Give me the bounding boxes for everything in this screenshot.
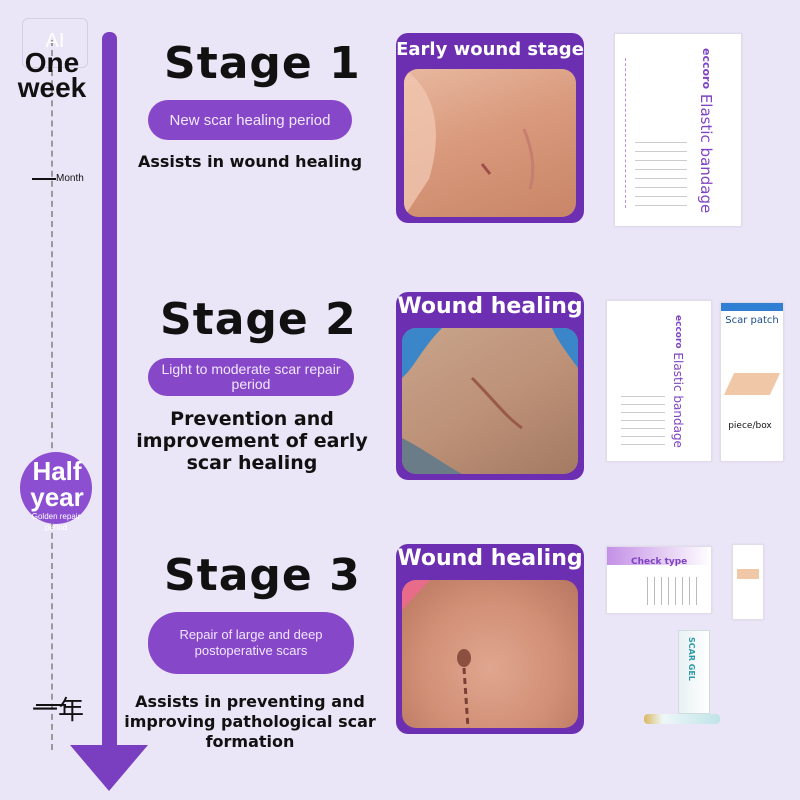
scar-patch-label: Scar patch — [725, 315, 779, 326]
stage-1-wound-photo — [404, 69, 576, 217]
stage-1-title: Stage 1 — [164, 38, 361, 89]
stage-2-wound-photo — [402, 328, 578, 474]
stage-3-wound-photo — [402, 580, 578, 728]
timeline-dashed-line — [51, 40, 53, 750]
stage-3-title: Stage 3 — [164, 550, 361, 601]
half-year-marker — [20, 452, 92, 524]
small-patch-box — [732, 544, 764, 620]
scar-gel-tube — [644, 714, 720, 724]
half-year-label: Half year — [30, 456, 84, 512]
year-tick — [36, 704, 66, 706]
stage-3-period-pill: Repair of large and deep postoperative s… — [148, 612, 354, 674]
stage-3-period-text: Repair of large and deep postoperative s… — [179, 627, 323, 658]
stage-1-photo-card: Early wound stage — [396, 33, 584, 223]
one-week-label: One week — [17, 47, 87, 103]
stage-1-period-pill: New scar healing period — [148, 100, 352, 140]
stage-2-description: Prevention and improvement of early scar… — [136, 408, 368, 474]
scar-gel-label: SCAR GEL — [687, 637, 696, 681]
wound-image — [402, 328, 578, 474]
wound-image — [402, 580, 471, 728]
check-type-box: Check type — [606, 546, 712, 614]
golden-repair-label: Golden repair period — [31, 512, 81, 532]
stage-2-photo-card: Wound healing — [396, 292, 584, 480]
stage-3-description: Assists in preventing and improving path… — [124, 692, 376, 751]
stage-2-period-pill: Light to moderate scar repair period — [148, 358, 354, 396]
timeline-axis — [102, 32, 117, 748]
stage-3-card-title: Wound healing — [397, 546, 583, 571]
timeline-arrow-down-icon — [70, 745, 148, 791]
month-tick — [32, 178, 56, 180]
piece-box-label: piece/box — [721, 421, 783, 431]
stage-2-period-text: Light to moderate scar repair period — [161, 361, 341, 392]
one-year-label: 一年 — [32, 696, 85, 726]
stage-2-title: Stage 2 — [160, 294, 357, 345]
elastic-bandage-label-1: eccoro Elastic bandage — [697, 48, 715, 214]
wound-image — [404, 69, 535, 217]
stage-3-photo-card: Wound healing — [396, 544, 584, 734]
elastic-bandage-box-1: eccoro Elastic bandage — [614, 33, 742, 227]
month-label: Month — [56, 173, 84, 184]
stage-2-card-title: Wound healing — [397, 294, 583, 319]
check-type-label: Check type — [631, 557, 688, 567]
stage-1-card-title: Early wound stage — [396, 39, 584, 60]
stage-1-period-text: New scar healing period — [169, 111, 331, 129]
elastic-bandage-label-2: eccoro Elastic bandage — [671, 315, 685, 448]
scar-patch-box: Scar patch piece/box — [720, 302, 784, 462]
elastic-bandage-box-2: eccoro Elastic bandage — [606, 300, 712, 462]
ai-badge: AI — [22, 18, 88, 68]
stage-1-description: Assists in wound healing — [137, 152, 363, 171]
scar-gel-box: SCAR GEL — [678, 630, 710, 714]
